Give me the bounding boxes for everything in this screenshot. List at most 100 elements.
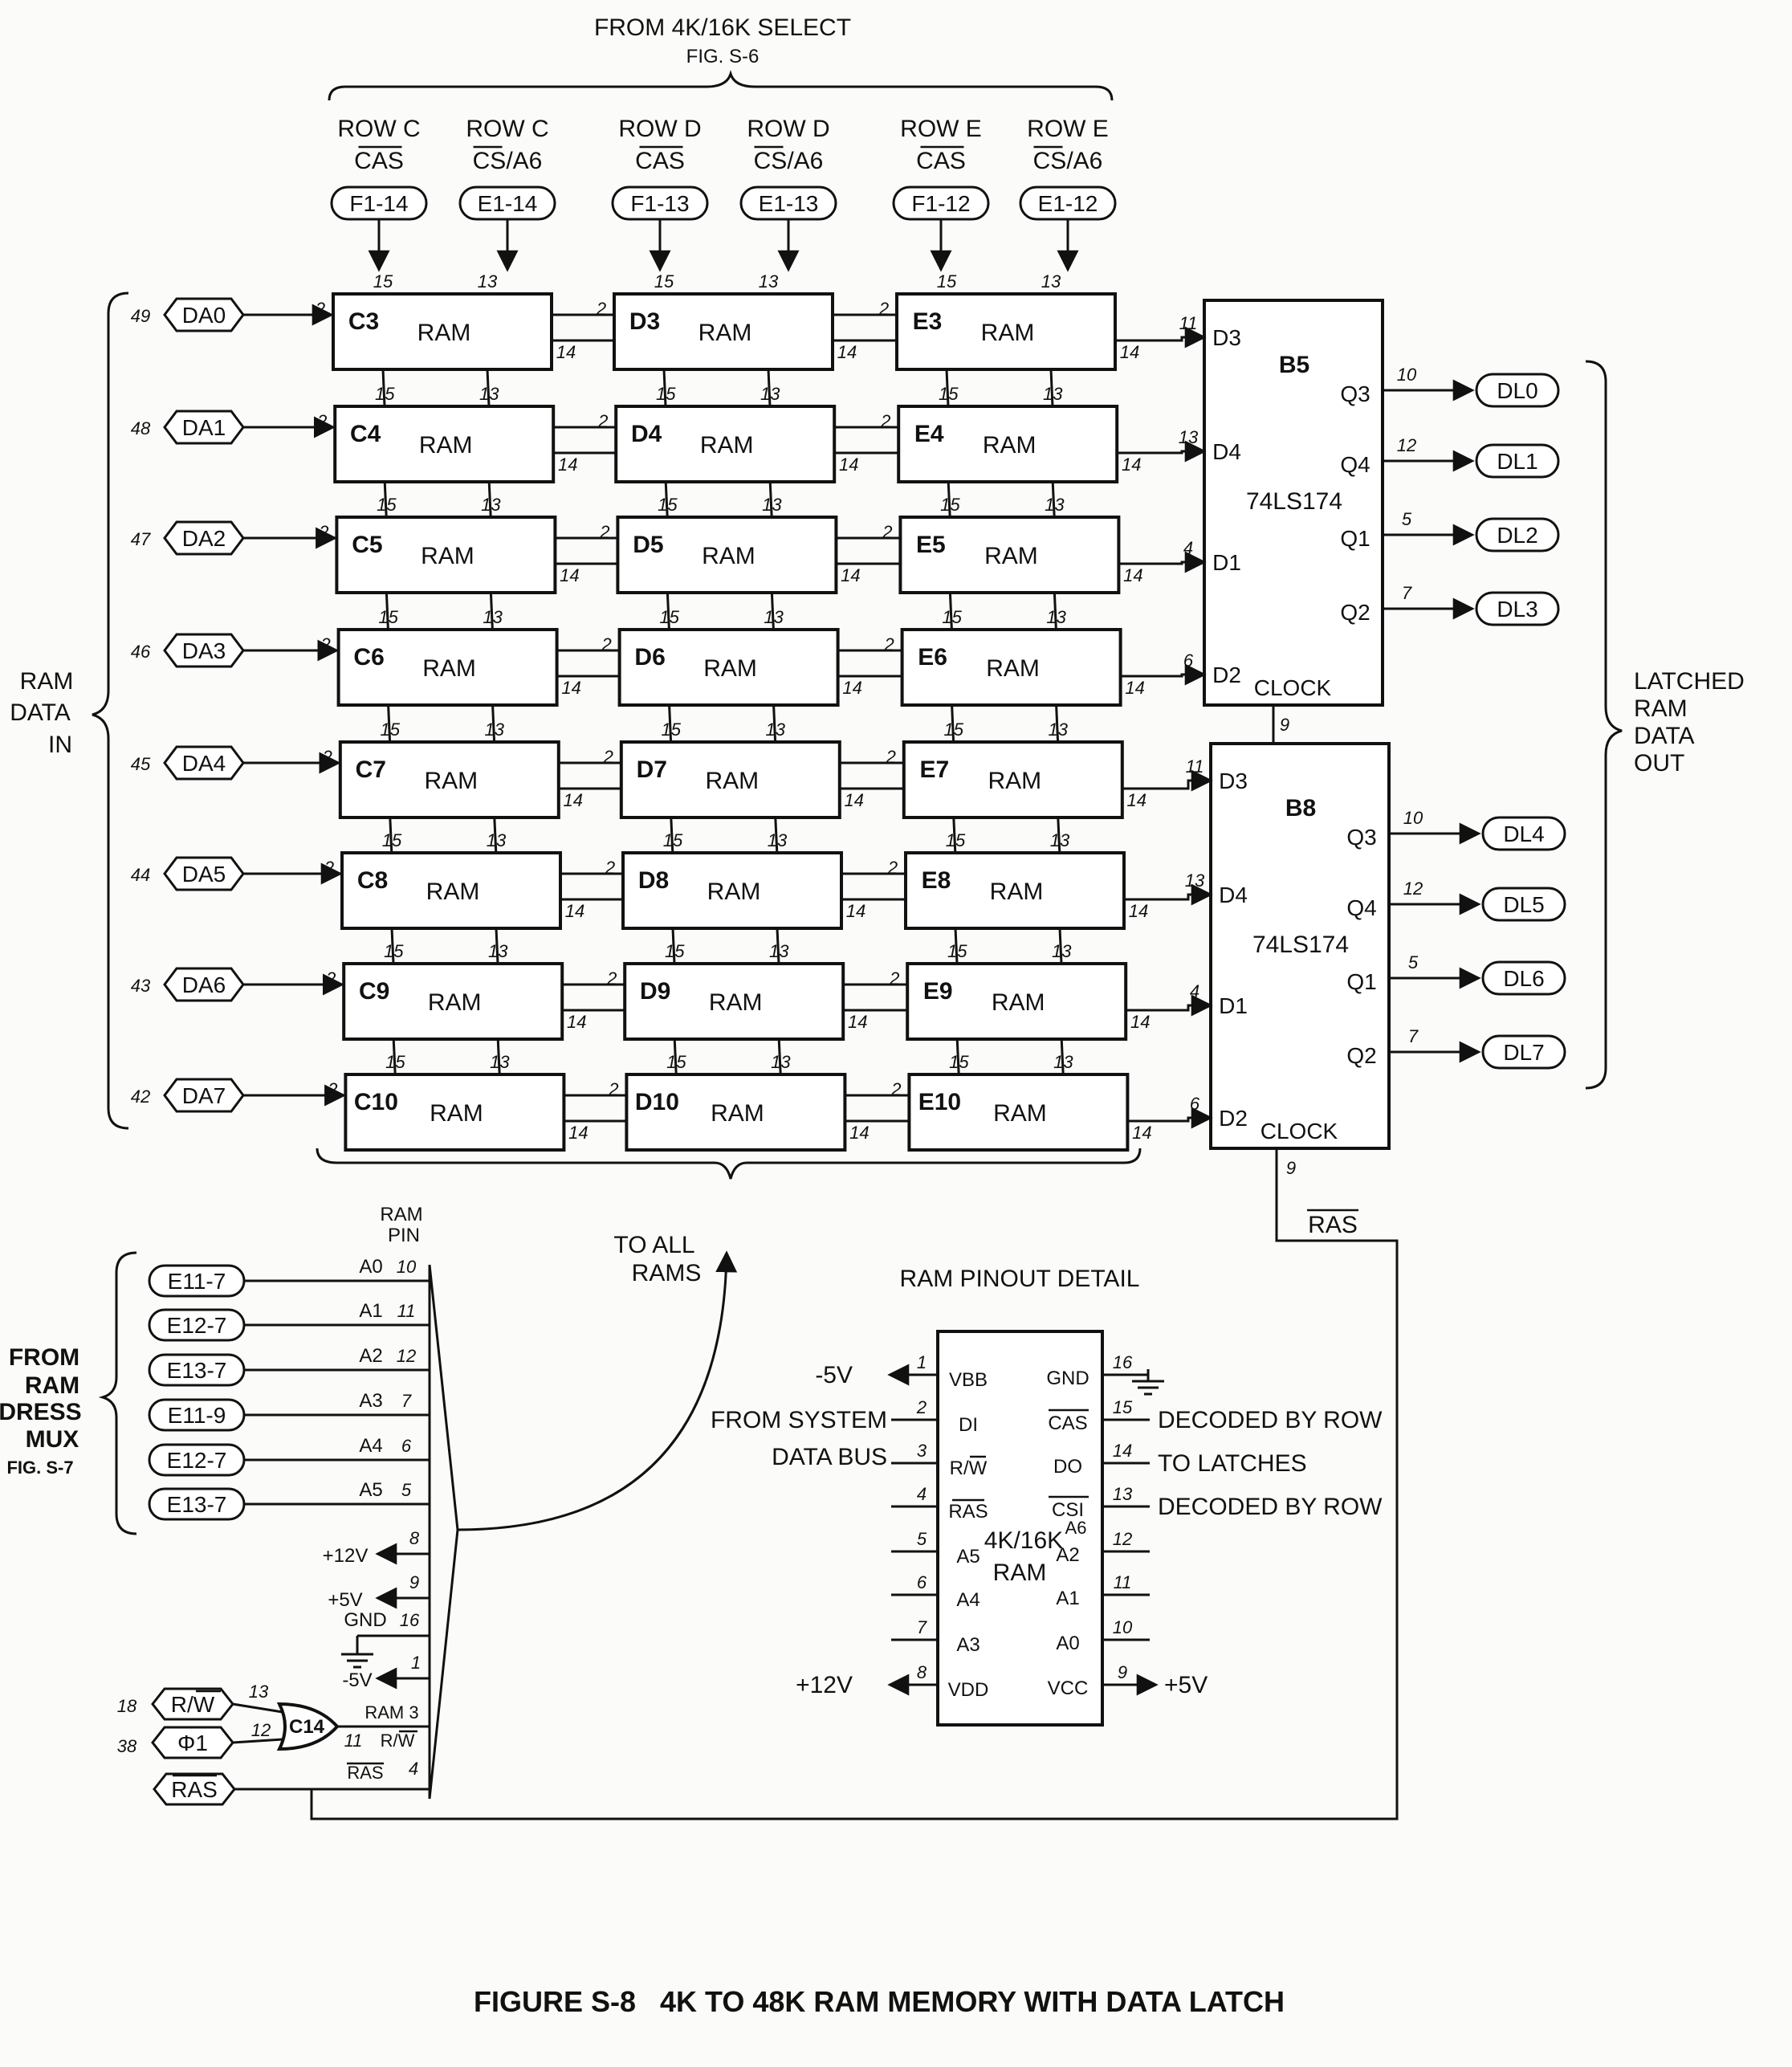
pin-dout-E4: 14 (1122, 455, 1141, 475)
latch-type-B5: 74LS174 (1246, 488, 1342, 515)
pin-dout-E8: 14 (1129, 901, 1148, 921)
ram-chip-word-E4: RAM (983, 432, 1037, 459)
pin-dout-C4: 14 (558, 455, 577, 475)
cas-bus-D6 (668, 704, 673, 743)
latch-in-pin-B8-1: 13 (1185, 870, 1205, 891)
ram-chip-name-E7: E7 (919, 756, 949, 783)
cs-bus-C9 (496, 1038, 501, 1075)
pin-cs-D6: 13 (764, 607, 784, 627)
ras-conn-label: RAS (171, 1777, 218, 1802)
latch-out-DL4-label: DL4 (1503, 822, 1544, 846)
gate-out-pin: 11 (344, 1731, 363, 1751)
pinout-right-pin-1: 15 (1113, 1397, 1133, 1417)
ram-chip-word-D9: RAM (709, 989, 763, 1016)
power-sig-1: +5V (328, 1589, 362, 1611)
mux-label-1: FROM (9, 1344, 79, 1371)
ram-chip-name-C7: C7 (356, 756, 386, 783)
latch-in-wire-B5-1 (1117, 440, 1207, 463)
pin-cs-E5: 13 (1045, 495, 1065, 515)
to-all-rams-2: RAMS (632, 1260, 702, 1286)
ram-chip-word-D3: RAM (698, 320, 752, 346)
cas-bus-D3 (662, 369, 667, 407)
pinout-left-pin-3: 4 (917, 1484, 927, 1504)
latch-out-DL5-label: DL5 (1503, 892, 1544, 917)
rw-sig-label: R/W (381, 1731, 415, 1751)
cs-bus-D5 (770, 592, 775, 630)
cs-bus-D9 (777, 1038, 782, 1075)
right-label-2: RAM (1634, 695, 1688, 722)
pin-dout-D6: 14 (842, 678, 861, 698)
top-signal-sub-3: CS/A6 (754, 148, 824, 174)
bus-wedge (428, 1264, 459, 1800)
cas-bus-E4 (947, 481, 951, 518)
addr-pin-1: 11 (397, 1301, 416, 1321)
ram-chip-C10 (344, 1073, 566, 1152)
ram-chip-word-D5: RAM (702, 543, 755, 569)
latch-in-wire-B8-2 (1126, 994, 1213, 1017)
addr-pin-4: 6 (401, 1436, 412, 1456)
pin-cs-E4: 13 (1043, 384, 1063, 404)
pin-cs-E3: 13 (1041, 271, 1061, 292)
latch-in-pin-B5-1: 13 (1179, 427, 1199, 447)
ras-pin: 4 (409, 1759, 418, 1779)
phi-gate-pin: 12 (251, 1720, 271, 1740)
left-brace (92, 292, 129, 1130)
ram-chip-C5 (335, 516, 557, 594)
pin-cas-C6: 15 (378, 607, 398, 627)
latch-q-B5-3: Q2 (1340, 600, 1370, 625)
ram-chip-E3 (895, 292, 1117, 371)
addr-sig-2: A2 (359, 1345, 382, 1367)
pin-dout-D8: 14 (846, 901, 865, 921)
ram-chip-name-C8: C8 (357, 867, 388, 894)
pin-cas-D7: 15 (662, 720, 682, 740)
top-signal-sub-2: CAS (635, 148, 685, 174)
pinout-right-ext-3: DECODED BY ROW (1158, 1494, 1383, 1520)
latch-out-DL6-label: DL6 (1503, 966, 1544, 991)
to-all-rams-1: TO ALL (613, 1232, 694, 1258)
cas-bus-C6 (387, 704, 392, 743)
ram-chip-word-D4: RAM (700, 432, 754, 459)
ram-pin-header-1: RAM (380, 1204, 422, 1225)
latch-in-name-B5-2: D1 (1212, 550, 1241, 575)
pinout-chip-sub: RAM (993, 1559, 1047, 1586)
top-signal-name-0: ROW C (337, 116, 420, 142)
ram-chip-name-E5: E5 (916, 532, 946, 558)
pin-dout-C5: 14 (560, 565, 579, 585)
pin-dout-C8: 14 (565, 901, 584, 921)
ram-chip-name-C6: C6 (353, 644, 384, 671)
pin-din-E4: 2 (880, 411, 890, 431)
pin-cas-D6: 15 (659, 607, 679, 627)
latch-out-pin-B8-1: 12 (1403, 879, 1423, 899)
pin-cs-E10: 13 (1053, 1052, 1073, 1072)
latch-in-pin-B8-2: 4 (1190, 981, 1199, 1001)
cas-bus-E9 (955, 1038, 960, 1075)
static-wiring (92, 69, 1623, 1820)
pin-cas-C3: 15 (373, 271, 393, 292)
pin-cs-D7: 13 (766, 720, 786, 740)
cas-bus-E3 (945, 369, 950, 407)
latch-in-pin-B8-3: 6 (1190, 1094, 1200, 1114)
ram-chip-name-D3: D3 (629, 308, 660, 335)
ram-chip-D3 (613, 292, 834, 371)
cs-bus-E4 (1051, 481, 1056, 518)
pin-cas-C5: 15 (377, 495, 397, 515)
pin-cs-D3: 13 (759, 271, 779, 292)
pin-cas-D5: 15 (658, 495, 678, 515)
top-brace (328, 69, 1114, 101)
pinout-left-pin-0: 1 (917, 1352, 927, 1372)
pin-cas-E7: 15 (944, 720, 964, 740)
pin-dout-E7: 14 (1127, 790, 1146, 810)
pin-dout-D5: 14 (841, 565, 860, 585)
pin-din-E6: 2 (883, 634, 894, 654)
ram-pin-header-2: PIN (388, 1225, 420, 1246)
latch-out-DL2-label: DL2 (1497, 523, 1537, 548)
pinout-right-ext-7: +5V (1164, 1672, 1208, 1698)
pinout-right-name-7: VCC (1048, 1678, 1089, 1699)
pin-cas-C7: 15 (381, 720, 401, 740)
pin-cas-E3: 15 (937, 271, 957, 292)
pin-cas-D4: 15 (656, 384, 676, 404)
latch-clock-B5: CLOCK (1254, 675, 1332, 700)
pin-cs-E8: 13 (1050, 830, 1070, 850)
pin-cs-E9: 13 (1052, 941, 1072, 961)
ram-chip-E9 (906, 962, 1128, 1041)
